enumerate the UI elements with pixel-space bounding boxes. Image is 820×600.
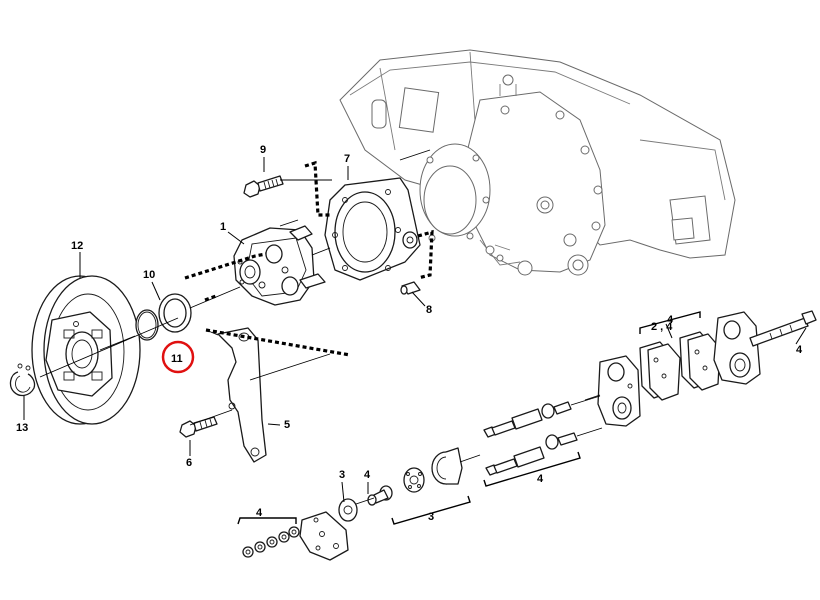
callout-5: 5 — [284, 419, 290, 431]
callout-4-small: 4 — [364, 469, 371, 481]
callout-1: 1 — [220, 221, 226, 233]
hardware-set — [242, 511, 349, 561]
brake-disc — [31, 275, 141, 425]
dashed-connectors — [184, 160, 434, 357]
callout-2-4: 2 , 4 — [651, 321, 673, 333]
callout-8: 8 — [426, 304, 432, 316]
callout-4-mid: 4 — [667, 314, 674, 326]
guide-pins-upper — [483, 395, 601, 438]
seal-ring — [158, 293, 192, 333]
callout-7: 7 — [344, 153, 350, 165]
callout-4-left: 4 — [256, 507, 263, 519]
bolt-9 — [243, 175, 284, 198]
callout-4-right: 4 — [796, 344, 803, 356]
callout-12: 12 — [71, 240, 83, 252]
callout-11: 11 — [171, 353, 183, 365]
snap-ring — [9, 363, 36, 397]
brake-caliper — [233, 225, 326, 306]
brake-pads — [639, 331, 721, 401]
caliper-half-right — [713, 310, 817, 385]
callout-6: 6 — [186, 457, 192, 469]
bolt-6 — [179, 416, 218, 438]
callout-10: 10 — [143, 269, 155, 281]
caliper-half-left — [597, 355, 641, 427]
callout-3-top: 3 — [339, 469, 345, 481]
piston-kit — [338, 447, 481, 522]
dowel-pin — [400, 281, 421, 295]
group-brackets — [237, 311, 701, 525]
callout-13: 13 — [16, 422, 28, 434]
highlight-circle — [161, 340, 195, 374]
callout-3-bottom: 3 — [428, 511, 434, 523]
callout-9: 9 — [260, 144, 266, 156]
callout-labels: 1 2 , 4 3 3 4 4 4 4 4 5 6 7 8 9 10 11 12… — [16, 144, 803, 523]
adapter-plate — [324, 177, 421, 281]
axle-housing — [339, 49, 736, 276]
o-ring — [135, 309, 159, 341]
callout-leaders — [23, 157, 807, 503]
guide-pins-lower — [485, 427, 603, 476]
callout-4-lower: 4 — [537, 473, 544, 485]
mounting-bracket — [217, 327, 267, 463]
